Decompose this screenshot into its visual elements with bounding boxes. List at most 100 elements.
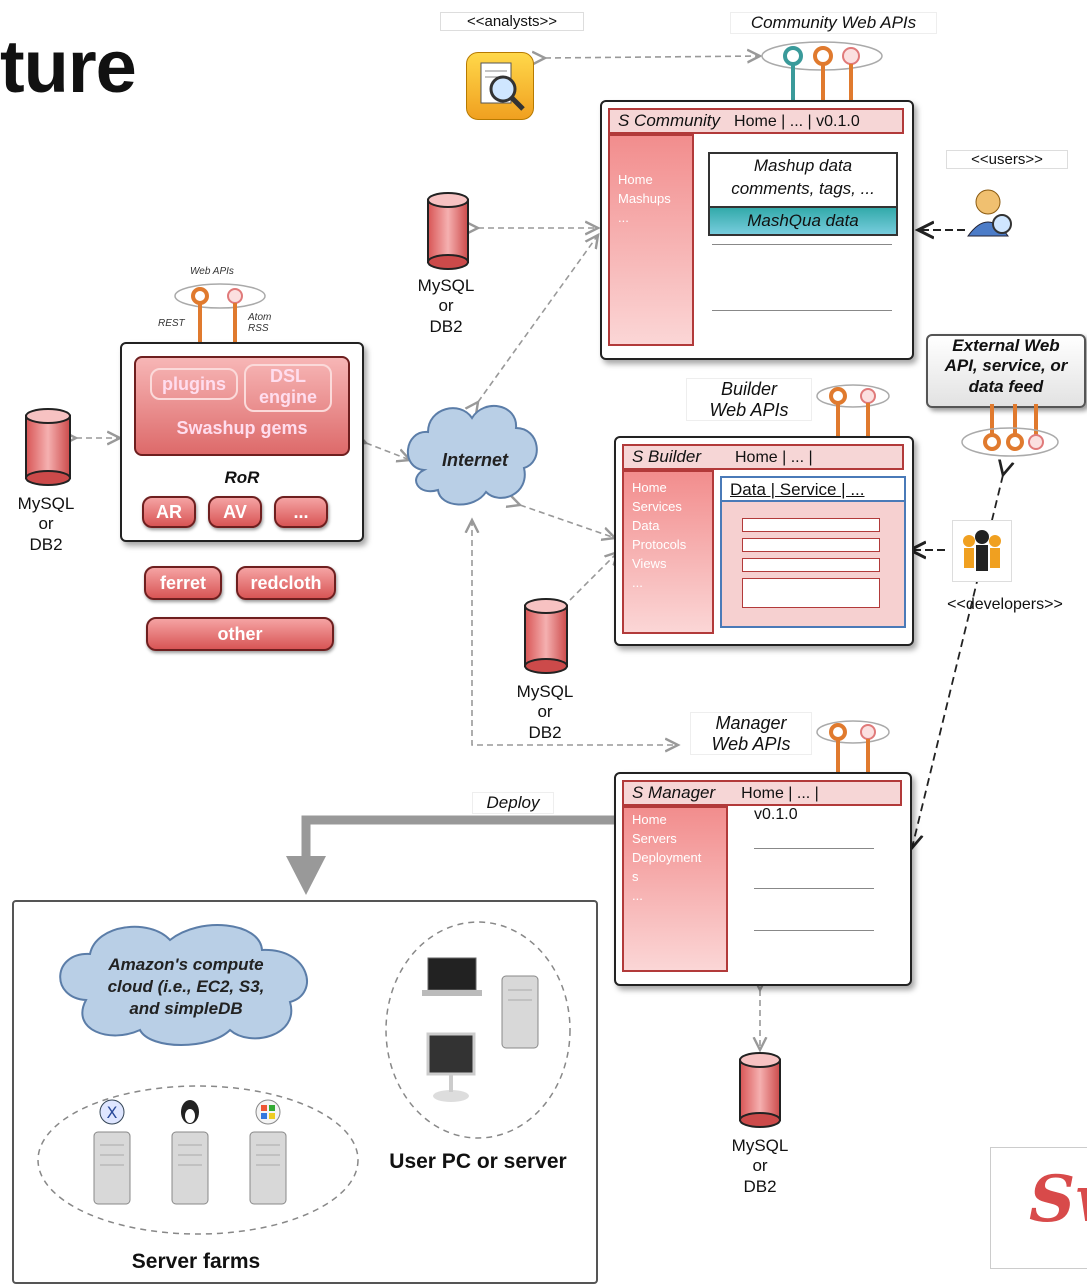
imac-icon	[426, 1032, 476, 1102]
logo-panel: Sw	[990, 1147, 1087, 1269]
user-pc-label: User PC or server	[389, 1150, 567, 1173]
db-icon-builder	[524, 598, 568, 674]
ferret-pill: ferret	[144, 566, 222, 600]
manager-nav-deployment-cont[interactable]: s	[632, 869, 639, 884]
deploy-label: Deploy	[472, 792, 554, 814]
manager-line	[754, 848, 874, 849]
db-icon-left	[25, 408, 71, 486]
db-icon-top	[427, 192, 469, 270]
swashup-gems-label: Swashup gems	[176, 418, 308, 438]
mashup-data-box: Mashup data comments, tags, ...	[708, 152, 898, 208]
builder-tab[interactable]: Data | Service | ...	[722, 478, 904, 502]
internet-builder-link	[520, 505, 615, 538]
server-tower-mac: X	[93, 1099, 131, 1205]
manager-line	[754, 888, 874, 889]
plugins-pill: plugins	[150, 368, 238, 400]
internet-manager-link	[471, 520, 678, 745]
builder-editor-panel: Data | Service | ...	[720, 476, 906, 628]
redcloth-pill: redcloth	[236, 566, 336, 600]
other-pill: other	[146, 617, 334, 651]
server-tower-linux	[171, 1100, 209, 1205]
manager-nav[interactable]: Home | ... |	[741, 785, 819, 802]
rest-label: REST	[158, 318, 185, 329]
analysts-label: <<analysts>>	[440, 12, 584, 32]
manager-sidebar: Home Servers Deployment s ...	[622, 806, 728, 972]
builder-field[interactable]	[742, 558, 880, 572]
analyst-app-icon	[466, 52, 534, 120]
builder-nav-services[interactable]: Services	[632, 499, 682, 514]
more-pill: ...	[274, 496, 328, 528]
analysts-link	[545, 56, 760, 58]
builder-nav[interactable]: Home | ... |	[734, 449, 813, 466]
builder-nav-protocols[interactable]: Protocols	[632, 537, 687, 552]
builder-nav-data[interactable]: Data	[632, 518, 660, 533]
deploy-arrowhead	[286, 856, 326, 895]
builder-field[interactable]	[742, 518, 880, 532]
ar-pill: AR	[142, 496, 196, 528]
community-title: S Community	[618, 111, 721, 130]
page-title: ture	[0, 25, 137, 108]
manager-version: v0.1.0	[754, 806, 798, 823]
builder-nav-more[interactable]: ...	[632, 575, 643, 590]
logo-text: Sw	[1029, 1162, 1087, 1237]
laptop-icon	[422, 957, 482, 996]
builder-db-link	[569, 552, 618, 601]
user-icon	[962, 184, 1020, 242]
community-nav[interactable]: Home | ... | v0.1.0	[734, 113, 860, 130]
builder-textarea[interactable]	[742, 578, 880, 608]
community-line	[712, 310, 892, 311]
manager-nav-servers[interactable]: Servers	[632, 831, 677, 846]
builder-nav-home[interactable]: Home	[632, 480, 667, 495]
internet-community-link	[478, 235, 598, 402]
server-farms-label: Server farms	[131, 1250, 261, 1273]
ror-label: RoR	[224, 468, 260, 487]
mashup-data-line2: comments, tags, ...	[731, 179, 875, 198]
community-sidebar: Home Mashups ...	[608, 134, 694, 346]
server-farm-ring	[37, 1085, 359, 1235]
builder-nav-views[interactable]: Views	[632, 556, 667, 571]
db-icon-manager	[739, 1052, 781, 1128]
community-nav-more[interactable]: ...	[618, 210, 629, 225]
ror-apis-label: Web APIs	[190, 266, 234, 277]
community-apis-label: Community Web APIs	[730, 12, 937, 34]
community-line	[712, 244, 892, 245]
internet-label: Internet	[441, 450, 508, 470]
manager-nav-more[interactable]: ...	[632, 888, 643, 903]
manager-nav-deployment[interactable]: Deployment	[632, 850, 702, 865]
community-window: S Community Home | ... | v0.1.0 Home Mash…	[600, 100, 914, 360]
builder-field[interactable]	[742, 538, 880, 552]
community-nav-mashups[interactable]: Mashups	[618, 191, 671, 206]
community-nav-home[interactable]: Home	[618, 172, 653, 187]
svg-text:X: X	[107, 1103, 118, 1122]
developers-label: <<developers>>	[947, 596, 1063, 613]
av-pill: AV	[208, 496, 262, 528]
manager-nav-home[interactable]: Home	[632, 812, 667, 827]
users-label: <<users>>	[946, 150, 1068, 170]
external-manager-link	[912, 475, 1003, 848]
developers-icon	[952, 520, 1012, 582]
builder-title: S Builder	[632, 447, 701, 466]
server-tower-windows	[249, 1099, 287, 1205]
mashqua-data-box: MashQua data	[708, 206, 898, 236]
